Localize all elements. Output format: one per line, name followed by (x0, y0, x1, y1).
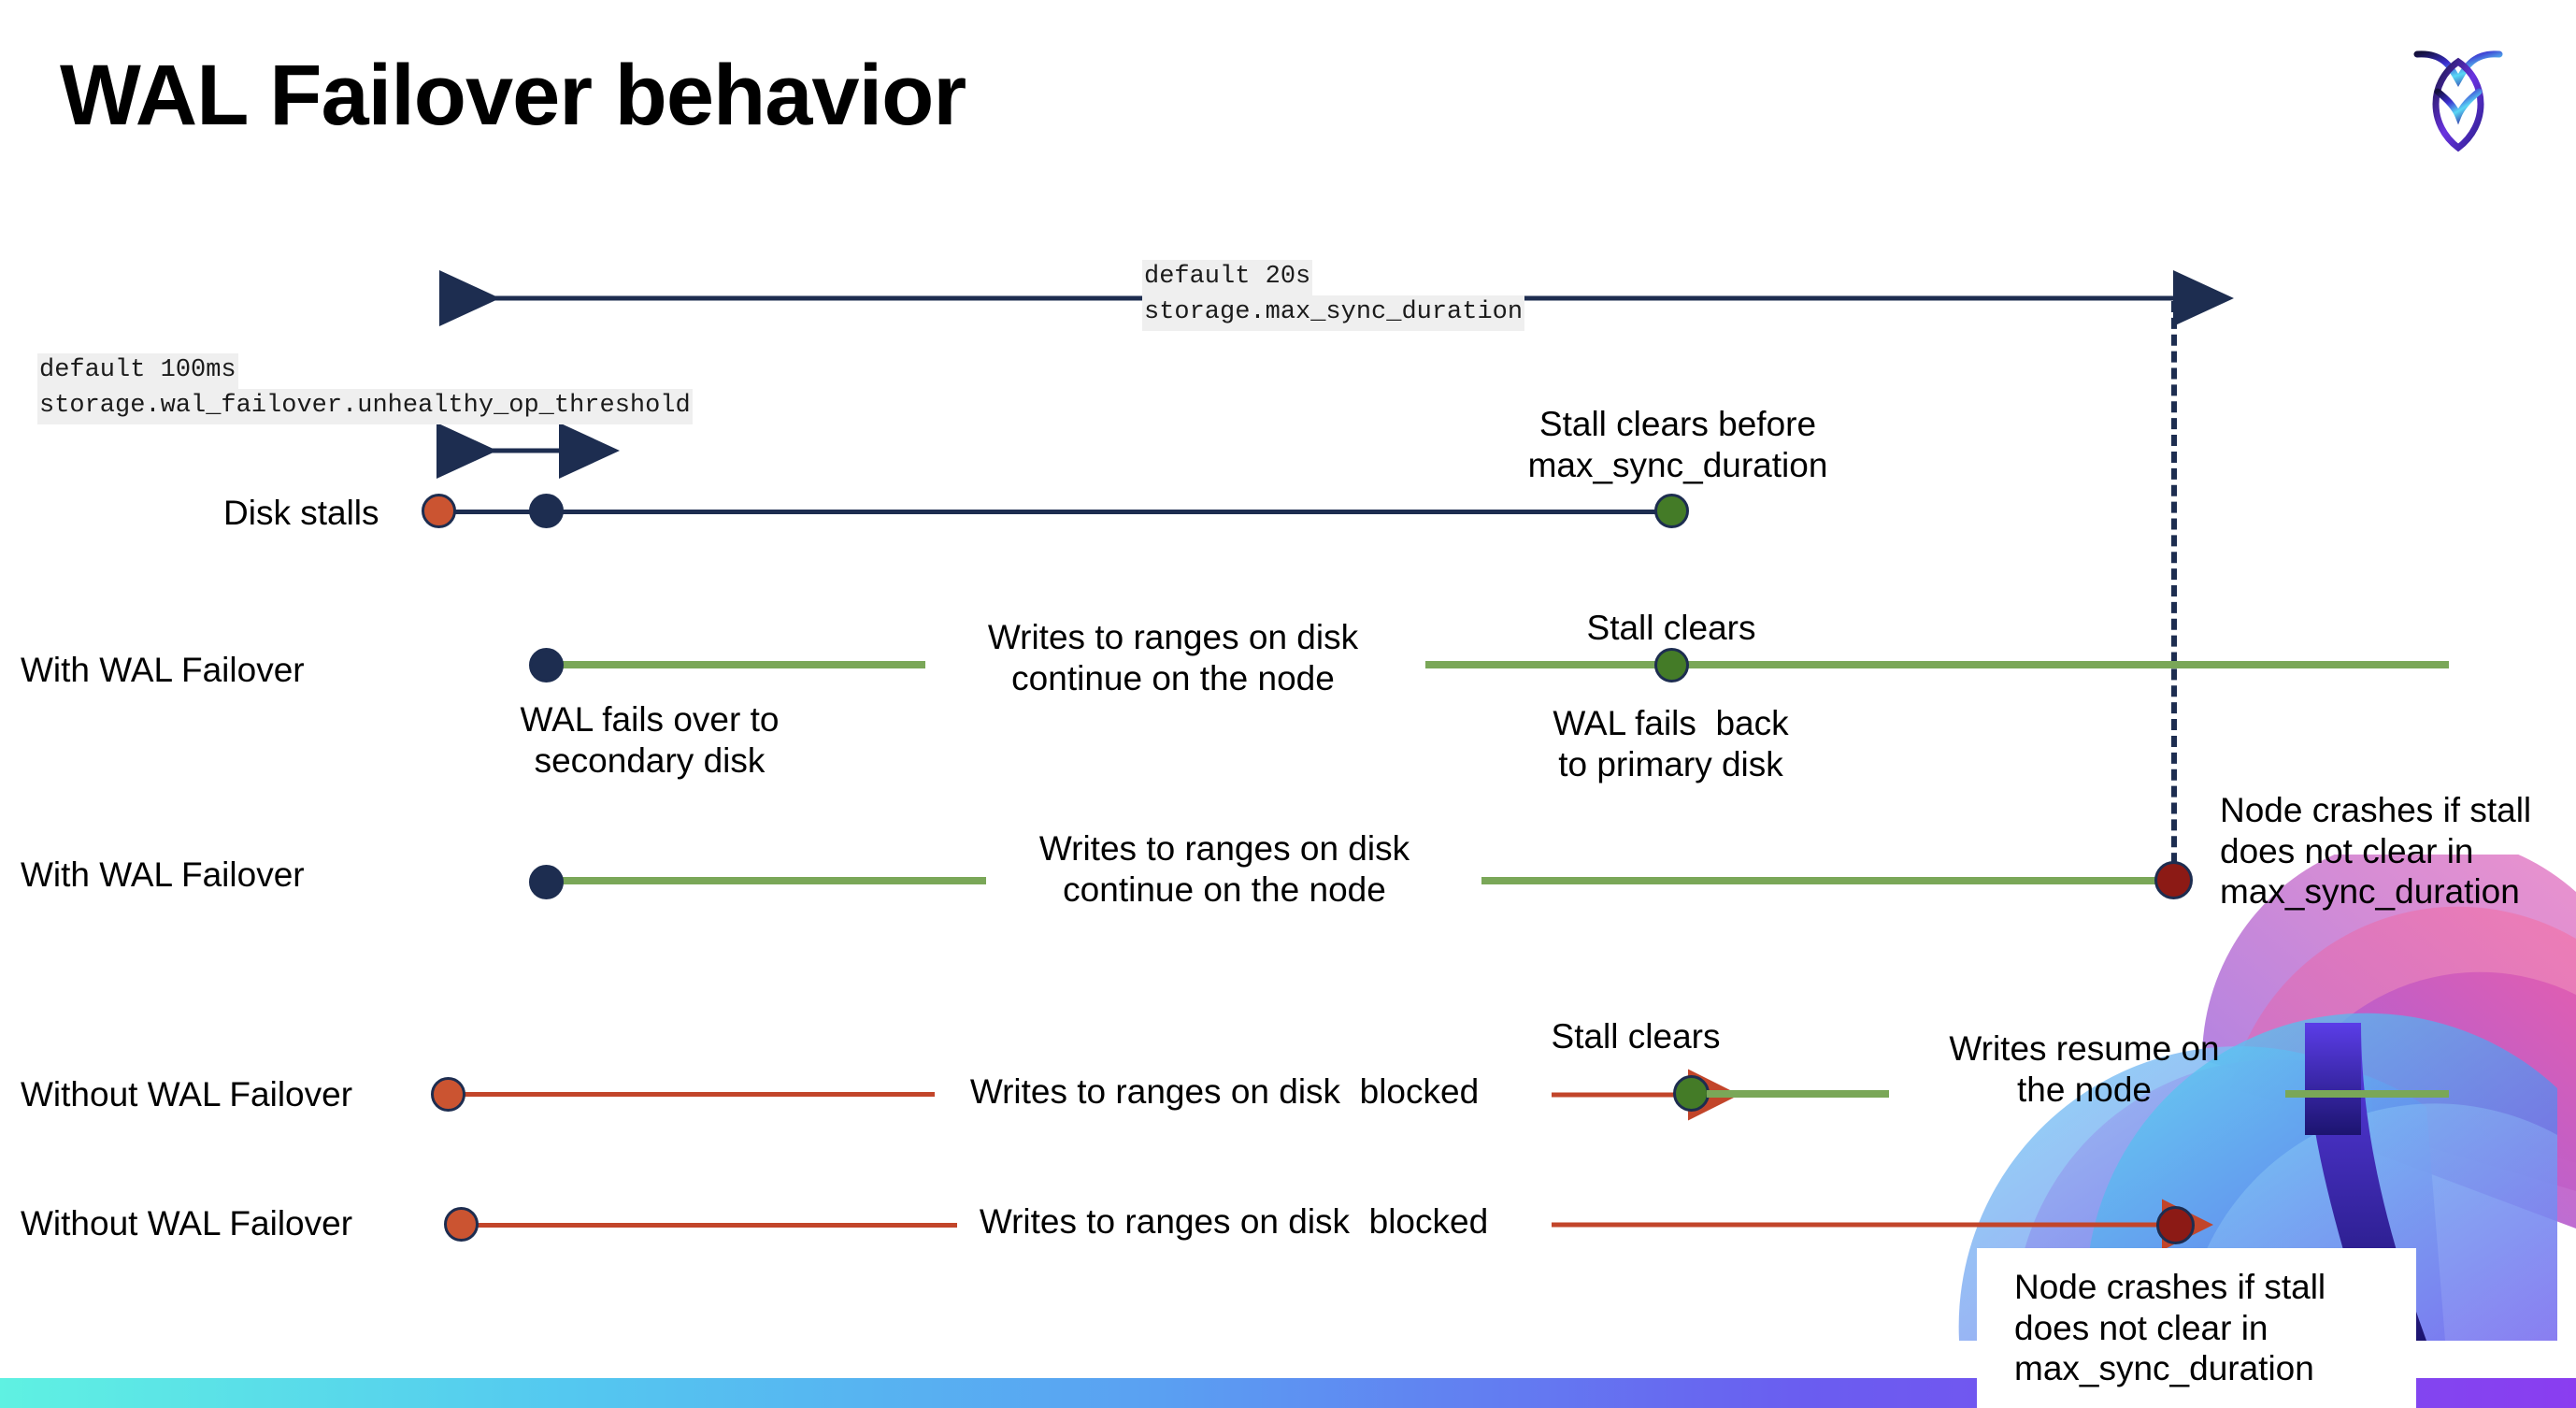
marker-stall-clears-disk-stalls (1654, 494, 1689, 528)
max-sync-duration-callout: default 20s storage.max_sync_duration (1142, 260, 1525, 331)
timeline-blocked-segment-row4 (449, 1092, 935, 1097)
timeline-line-disk-stalls (439, 510, 1682, 514)
marker-node-crash-without-wal-failover (2156, 1206, 2195, 1244)
timeline-segment-left-with-wal-failover-crash (547, 877, 986, 884)
annotation-writes-blocked-row4: Writes to ranges on disk blocked (969, 1072, 1480, 1111)
annotation-writes-continue-row3: Writes to ranges on disk continue on the… (1038, 829, 1410, 909)
marker-wal-failover-start (529, 648, 564, 682)
unhealthy-default-label: default 100ms (37, 353, 238, 389)
annotation-wal-fails-over: WAL fails over to secondary disk (520, 700, 780, 780)
max-sync-default-label: default 20s (1142, 260, 1313, 295)
row-label-without-wal-failover-clears: Without WAL Failover (21, 1075, 353, 1113)
caption-backdrop (1977, 1248, 2416, 1408)
annotation-writes-blocked-row5: Writes to ranges on disk blocked (979, 1202, 1489, 1241)
row-label-with-wal-failover-crash: With WAL Failover (21, 855, 305, 894)
timeline-resume-segment-row4 (1707, 1090, 1889, 1098)
annotation-stall-clears-row4: Stall clears (1551, 1017, 1721, 1056)
timeline-segment-right-with-wal-failover-clears (1425, 661, 2449, 668)
marker-stall-start-without-wal-failover-crash (444, 1207, 479, 1242)
max-sync-duration-guide-line (2171, 301, 2177, 881)
max-sync-setting-name: storage.max_sync_duration (1142, 295, 1525, 331)
marker-stall-start-without-wal-failover (431, 1077, 465, 1112)
annotation-node-crashes-row3: Node crashes if stall does not clear in … (2220, 791, 2532, 912)
marker-stall-clears-without-wal-failover (1673, 1075, 1710, 1112)
marker-node-crash-with-wal-failover (2154, 861, 2193, 899)
annotation-wal-fails-back: WAL fails back to primary disk (1553, 704, 1789, 783)
row-label-without-wal-failover-crash: Without WAL Failover (21, 1204, 353, 1243)
timeline-resume-segment-far-row4 (2285, 1090, 2449, 1098)
marker-wal-failover-start-crash-row (529, 865, 564, 899)
cockroach-labs-logo-icon (2402, 28, 2514, 159)
timeline-blocked-segment-row5 (462, 1223, 957, 1228)
annotation-writes-continue-row2: Writes to ranges on disk continue on the… (987, 618, 1359, 697)
row-label-disk-stalls: Disk stalls (223, 494, 379, 532)
annotation-node-crashes-row5: Node crashes if stall does not clear in … (2014, 1268, 2326, 1388)
annotation-stall-clears-row2: Stall clears (1586, 609, 1756, 647)
timeline-segment-right-with-wal-failover-crash (1481, 877, 2173, 884)
annotation-writes-resume: Writes resume on the node (1949, 1029, 2220, 1109)
marker-stall-start-disk-stalls (422, 494, 456, 528)
unhealthy-setting-name: storage.wal_failover.unhealthy_op_thresh… (37, 388, 693, 424)
marker-stall-clears-with-wal-failover (1654, 648, 1689, 682)
timeline-segment-left-with-wal-failover-clears (547, 661, 925, 668)
row-label-with-wal-failover-clears: With WAL Failover (21, 651, 305, 689)
annotation-stall-clears-before: Stall clears before max_sync_duration (1527, 405, 1828, 484)
unhealthy-op-threshold-callout: default 100ms storage.wal_failover.unhea… (37, 353, 693, 424)
marker-failover-point-disk-stalls (529, 494, 564, 528)
page-title: WAL Failover behavior (60, 48, 966, 143)
